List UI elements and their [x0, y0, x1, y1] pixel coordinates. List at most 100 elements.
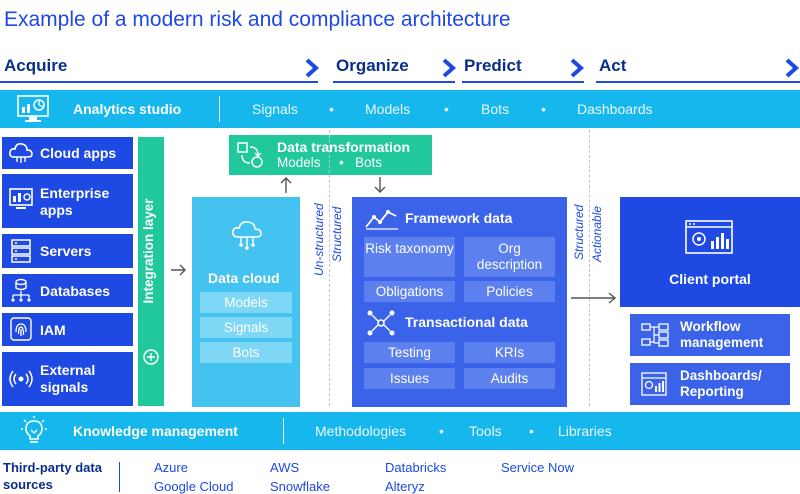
boundary-label-actionable: Actionable	[590, 205, 604, 262]
data-cloud-title: Data cloud	[208, 270, 280, 286]
third-party-source: Snowflake	[270, 479, 330, 494]
phase-act: Act	[599, 56, 627, 75]
chevron-right-icon	[785, 58, 800, 78]
phase-predict: Predict	[464, 56, 522, 75]
source-label: External signals	[40, 362, 96, 395]
cloud-network-icon	[232, 221, 262, 250]
arrow-up-icon	[280, 177, 292, 193]
integration-cycle-icon	[143, 349, 159, 365]
analytics-monitor-icon	[17, 95, 49, 122]
integration-layer: Integration layer	[138, 137, 164, 406]
transactional-item: Issues	[364, 368, 455, 389]
client-portal-label: Client portal	[669, 271, 751, 287]
source-cloud-apps: Cloud apps	[2, 137, 133, 169]
analytics-item-bots: Bots	[481, 101, 510, 117]
line-chart-icon	[365, 210, 398, 230]
arrow-right-icon	[171, 264, 186, 276]
source-external-signals: External signals	[2, 352, 133, 406]
data-cloud-item: Models	[200, 292, 292, 313]
source-enterprise-apps: Enterprise apps	[2, 174, 133, 228]
workflow-icon	[641, 323, 669, 347]
phase-act-line	[596, 81, 800, 83]
source-label: Databases	[40, 283, 111, 299]
divider	[219, 96, 220, 122]
analytics-studio-label: Analytics studio	[73, 101, 182, 117]
transactional-item: KRIs	[464, 342, 555, 363]
data-cloud-item: Signals	[200, 317, 292, 338]
analytics-item-dashboards: Dashboards	[577, 101, 653, 117]
transactional-item: Testing	[364, 342, 455, 363]
transactional-item: Audits	[464, 368, 555, 389]
framework-item: Org description	[464, 237, 555, 277]
phase-predict-line	[462, 81, 584, 83]
source-databases: Databases	[2, 274, 133, 307]
divider	[119, 462, 120, 492]
knowledge-item-tools: Tools	[469, 423, 502, 439]
analytics-studio-bar: Analytics studio Signals • Models • Bots…	[0, 90, 800, 128]
boundary-line	[589, 130, 590, 406]
source-label: Servers	[40, 243, 92, 259]
integration-layer-label: Integration layer	[141, 198, 156, 304]
bullet-dot: •	[529, 423, 534, 439]
data-transformation-item: Models	[277, 155, 321, 170]
bullet-dot: •	[339, 155, 344, 170]
boundary-label-unstructured: Un-structured	[312, 203, 326, 276]
portal-dashboard-icon	[685, 220, 733, 254]
source-label: Cloud apps	[40, 145, 117, 161]
boundary-label-structured: Structured	[572, 204, 586, 260]
third-party-source: Alteryz	[385, 479, 425, 494]
source-label: IAM	[40, 322, 66, 338]
bullet-dot: •	[439, 423, 444, 439]
third-party-source: AWS	[270, 460, 300, 475]
chevron-right-icon	[442, 58, 457, 78]
source-servers: Servers	[2, 234, 133, 268]
framework-item: Risk taxonomy	[364, 237, 455, 277]
bullet-dot: •	[329, 101, 334, 117]
fingerprint-icon	[10, 317, 32, 341]
database-network-icon	[11, 278, 31, 302]
framework-item: Obligations	[364, 281, 455, 302]
transactional-data-title: Transactional data	[405, 314, 528, 330]
phase-acquire: Acquire	[4, 56, 68, 75]
third-party-label: Third-party data sources	[3, 460, 102, 492]
phase-acquire-line	[0, 81, 318, 83]
page-title: Example of a modern risk and compliance …	[4, 8, 511, 31]
portal-module-label: Dashboards/ Reporting	[680, 368, 762, 399]
bullet-dot: •	[541, 101, 546, 117]
arrow-down-icon	[374, 177, 386, 193]
data-cloud-item: Bots	[200, 342, 292, 363]
knowledge-management-bar: Knowledge management Methodologies • Too…	[0, 412, 800, 450]
analytics-item-signals: Signals	[252, 101, 298, 117]
chevron-right-icon	[570, 58, 585, 78]
client-portal-box: Client portal	[620, 197, 800, 307]
network-nodes-icon	[367, 310, 395, 336]
knowledge-item-libraries: Libraries	[558, 423, 612, 439]
framework-data-box: Framework data Risk taxonomy Org descrip…	[352, 197, 567, 407]
cloud-icon	[9, 143, 33, 163]
phase-organize-line	[333, 81, 455, 83]
analytics-item-models: Models	[365, 101, 411, 117]
data-transformation-item: Bots	[355, 155, 383, 170]
source-iam: IAM	[2, 313, 133, 346]
data-transformation-box: Data transformation Models • Bots	[229, 135, 432, 175]
boundary-label-structured: Structured	[330, 206, 344, 262]
divider	[283, 418, 284, 444]
bullet-dot: •	[444, 101, 449, 117]
source-label: Enterprise apps	[40, 185, 110, 218]
server-icon	[11, 239, 31, 263]
chevron-right-icon	[305, 58, 320, 78]
transformation-cycle-icon	[237, 142, 263, 168]
portal-module-workflow: Workflow management	[630, 314, 790, 356]
phase-organize: Organize	[336, 56, 409, 75]
enterprise-dashboard-icon	[9, 188, 33, 209]
third-party-source: Databricks	[385, 460, 447, 475]
third-party-source: Google Cloud	[154, 479, 234, 494]
framework-data-title: Framework data	[405, 210, 513, 226]
knowledge-item-methodologies: Methodologies	[315, 423, 407, 439]
boundary-line	[329, 130, 330, 406]
third-party-source: Service Now	[501, 460, 574, 475]
third-party-source: Azure	[154, 460, 188, 475]
reporting-chart-icon	[641, 372, 667, 396]
portal-module-label: Workflow management	[680, 319, 764, 350]
framework-item: Policies	[464, 281, 555, 302]
